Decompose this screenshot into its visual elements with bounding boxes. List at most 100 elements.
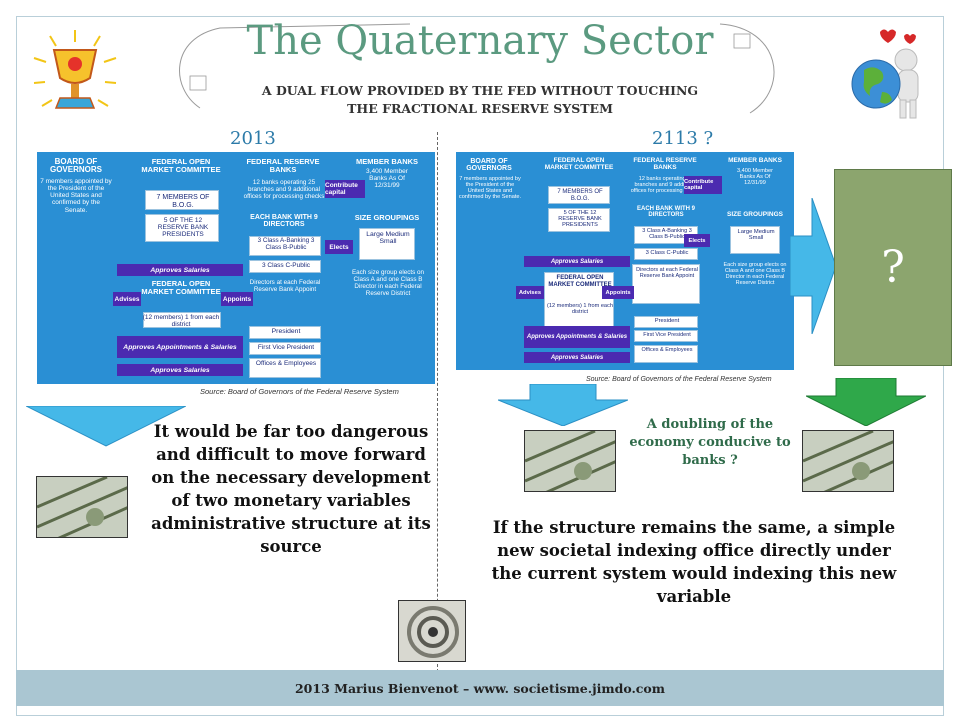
class-ab-box: 3 Class A-Banking 3 Class B-Public [249,236,321,256]
reserve-desc: 12 banks operating 25 branches and 9 add… [243,179,325,200]
sizes-box: Large Medium Small [359,228,415,260]
golden-spiral-decoration [179,23,775,114]
fomc-bottom-box-right: FEDERAL OPEN MARKET COMMITTEE (12 member… [544,272,614,328]
question-box: ? [834,169,952,366]
question-mark: ? [881,242,905,293]
fomc-bog-box-right: 7 MEMBERS OF B.O.G. [548,186,610,204]
fomc-bog-text: 7 MEMBERS OF B.O.G. [156,194,210,209]
fomc-bottom-desc: (12 members) 1 from each district [142,314,220,329]
member-title-right: MEMBER BANKS [728,157,782,164]
money-photo-middle [524,430,616,492]
reserve-title-right: FEDERAL RESERVE BANKS [633,157,697,171]
money-photo-left [36,476,128,538]
sizes-text-right: Large Medium Small [737,229,775,242]
member-title: MEMBER BANKS [355,157,419,166]
fomc-presidents-text-right: 5 OF THE 12 RESERVE BANK PRESIDENTS [558,210,602,229]
page-subtitle: A DUAL FLOW PROVIDED BY THE FED WITHOUT … [200,82,760,118]
officers-box-right: Offices & Employees [634,345,698,363]
president-box-right: President [634,316,698,328]
down-arrow-green-icon [806,378,926,426]
year-right: 2113 ? [652,128,714,149]
fomc-top-title: FEDERAL OPEN MARKET COMMITTEE [141,157,221,174]
board-desc: 7 members appointed by the President of … [40,178,112,214]
fomc-presidents-box: 5 OF THE 12 RESERVE BANK PRESIDENTS [145,214,219,242]
fomc-presidents-text: 5 OF THE 12 RESERVE BANK PRESIDENTS [157,217,209,239]
sizes-box-right: Large Medium Small [730,226,780,254]
fvp-box: First Vice President [249,342,321,355]
class-c-text-right: 3 Class C-Public [645,250,689,256]
grail-icon [33,30,117,109]
class-ab-text-right: 3 Class A-Banking 3 Class B-Public [642,228,692,241]
money-photo-right [802,430,894,492]
footer-text: 2013 Marius Bienvenot – www. societisme.… [294,680,665,696]
fomc-bottom-box [143,312,221,328]
approves-salaries-arrow: Approves Salaries [117,264,243,276]
member-elect-right: Each size group elects on Class A and on… [723,262,787,287]
member-elect: Each size group elects on Class A and on… [351,269,425,297]
page-title: The Quaternary Sector [246,18,714,64]
officers-box: Offices & Employees [249,358,321,378]
contribute-arrow: Contribute capital [325,180,365,198]
down-arrow-middle-icon [498,384,628,426]
money-vortex-photo [398,600,466,662]
reserve-each-right: EACH BANK WITH 9 DIRECTORS [637,206,695,219]
approves-appointments-arrow: Approves Appointments & Salaries [117,336,243,358]
member-size-right: SIZE GROUPINGS [727,211,783,218]
class-ab-box-right: 3 Class A-Banking 3 Class B-Public [634,226,698,244]
subtitle-line-2: THE FRACTIONAL RESERVE SYSTEM [347,101,613,116]
board-desc-right: 7 members appointed by the President of … [458,176,522,201]
fomc-top-title-right: FEDERAL OPEN MARKET COMMITTEE [544,157,614,171]
directors-box-right: Directors at each Federal Reserve Bank A… [632,264,700,304]
member-desc: 3,400 Member Banks As Of 12/31/99 [366,168,408,190]
reserve-title: FEDERAL RESERVE BANKS [246,157,320,174]
chart-source-right: Source: Board of Governors of the Federa… [586,376,772,383]
fvp-text-right: First Vice President [643,332,691,338]
fomc-presidents-box-right: 5 OF THE 12 RESERVE BANK PRESIDENTS [548,208,610,232]
fomc-bottom-title: FEDERAL OPEN MARKET COMMITTEE [141,279,221,296]
chart-source-left: Source: Board of Governors of the Federa… [200,387,399,396]
approves-appointments-arrow-right: Approves Appointments & Salaries [524,326,630,348]
left-paragraph: It would be far too dangerous and diffic… [151,422,431,556]
sizes-text: Large Medium Small [366,231,410,246]
advises-arrow: Advises [113,292,141,306]
globe-hug-icon [851,29,919,119]
class-c-box: 3 Class C-Public [249,260,321,273]
officers-text: Offices & Employees [255,360,317,367]
right-paragraph: If the structure remains the same, a sim… [491,518,897,606]
fvp-text: First Vice President [257,344,315,351]
fomc-bog-text-right: 7 MEMBERS OF B.O.G. [557,189,603,202]
approves-salaries-arrow-right: Approves Salaries [524,256,630,267]
fed-structure-chart-2013: BOARD OF GOVERNORS 7 members appointed b… [37,152,435,384]
appoints-arrow-right: Appoints [602,286,634,299]
board-title-right: BOARD OF GOVERNORS [466,158,512,173]
member-size: SIZE GROUPINGS [354,213,420,222]
president-text: President [271,328,301,335]
fomc-bog-box: 7 MEMBERS OF B.O.G. [145,190,219,210]
president-text-right: President [654,318,680,324]
directors-text: Directors at each Federal Reserve Bank A… [249,279,321,293]
advises-arrow-right: Advises [516,286,544,299]
approves-salaries2-arrow-right: Approves Salaries [524,352,630,363]
center-divider [437,132,438,672]
fomc-bottom-desc-right: (12 members) 1 from each district [547,303,613,316]
officers-text-right: Offices & Employees [641,347,693,353]
reserve-desc-right: 12 banks operating 25 branches and 9 add… [630,176,702,195]
class-c-text: 3 Class C-Public [261,262,311,269]
class-ab-text: 3 Class A-Banking 3 Class B-Public [257,237,315,251]
fed-structure-chart-2113: BOARD OF GOVERNORS 7 members appointed b… [456,152,794,370]
fvp-box-right: First Vice President [634,330,698,342]
right-arrow-icon [790,198,836,334]
approves-salaries2-arrow: Approves Salaries [117,364,243,376]
appoints-arrow: Appoints [221,292,253,306]
elects-arrow-right: Elects [684,234,710,247]
class-c-box-right: 3 Class C-Public [634,248,698,260]
down-arrow-left-icon [26,406,186,447]
elects-arrow: Elects [325,240,353,254]
member-desc-right: 3,400 Member Banks As Of 12/31/99 [736,168,774,187]
year-left: 2013 [230,128,276,149]
fomc-bottom-title-right: FEDERAL OPEN MARKET COMMITTEE [548,275,612,288]
doubling-economy-label: A doubling of the economy conducive to b… [629,417,791,468]
reserve-each: EACH BANK WITH 9 DIRECTORS [250,214,318,229]
footer-bar: 2013 Marius Bienvenot – www. societisme.… [16,670,944,706]
board-title: BOARD OF GOVERNORS [49,157,102,175]
